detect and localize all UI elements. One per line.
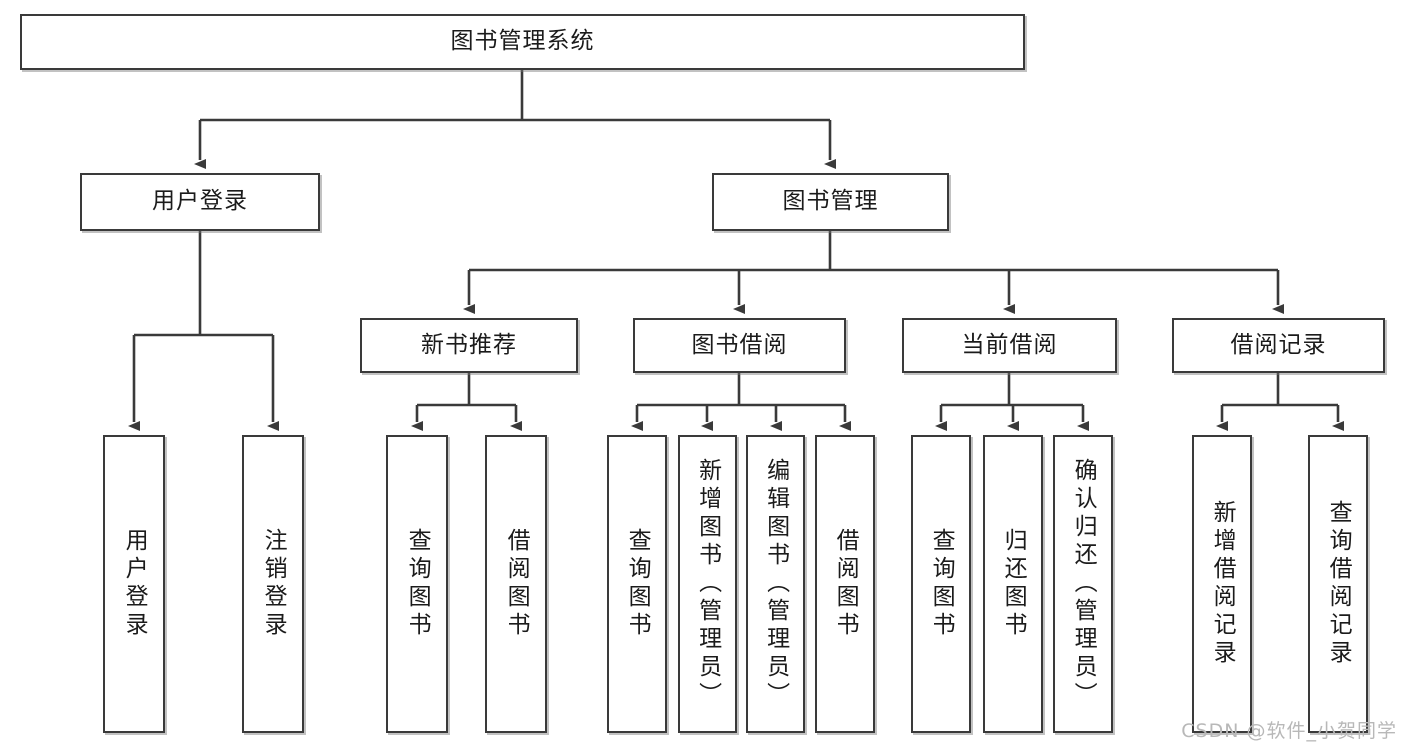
node-current-borrow-label: 当前借阅	[961, 331, 1058, 358]
node-leaf-add-borrow-record[interactable]: 新增借阅记录	[1192, 435, 1252, 733]
node-new-book-recommend[interactable]: 新书推荐	[360, 318, 578, 373]
node-book-manage-label: 图书管理	[782, 188, 879, 215]
node-book-manage[interactable]: 图书管理	[712, 173, 949, 231]
node-borrow-record-label: 借阅记录	[1230, 331, 1327, 358]
node-leaf-edit-book-admin[interactable]: 编辑图书（管理员）	[746, 435, 805, 733]
node-leaf-add-borrow-record-label: 新增借阅记录	[1209, 500, 1236, 668]
node-leaf-user-login-label: 用户登录	[121, 528, 148, 640]
node-user-login[interactable]: 用户登录	[80, 173, 320, 231]
node-leaf-borrow-book-recommend-label: 借阅图书	[503, 528, 530, 640]
node-book-borrow[interactable]: 图书借阅	[633, 318, 846, 373]
node-leaf-query-book-current[interactable]: 查询图书	[911, 435, 971, 733]
node-leaf-add-book-admin-label: 新增图书（管理员）	[694, 458, 721, 710]
node-leaf-query-borrow-record[interactable]: 查询借阅记录	[1308, 435, 1368, 733]
node-root-label: 图书管理系统	[450, 28, 595, 55]
node-new-book-recommend-label: 新书推荐	[421, 331, 517, 358]
node-leaf-confirm-return-admin-label: 确认归还（管理员）	[1070, 458, 1097, 710]
node-leaf-borrow-book-label: 借阅图书	[832, 528, 859, 640]
node-leaf-edit-book-admin-label: 编辑图书（管理员）	[762, 458, 789, 710]
node-root-system[interactable]: 图书管理系统	[20, 14, 1025, 70]
node-leaf-query-book-recommend-label: 查询图书	[404, 528, 431, 640]
node-leaf-query-book-borrow[interactable]: 查询图书	[607, 435, 667, 733]
node-leaf-query-book-borrow-label: 查询图书	[624, 528, 651, 640]
node-leaf-return-book[interactable]: 归还图书	[983, 435, 1043, 733]
node-leaf-user-login[interactable]: 用户登录	[103, 435, 165, 733]
node-leaf-logout-label: 注销登录	[260, 528, 287, 640]
node-leaf-return-book-label: 归还图书	[1000, 528, 1027, 640]
node-borrow-record[interactable]: 借阅记录	[1172, 318, 1385, 373]
node-leaf-borrow-book[interactable]: 借阅图书	[815, 435, 875, 733]
node-leaf-query-book-current-label: 查询图书	[928, 528, 955, 640]
node-leaf-add-book-admin[interactable]: 新增图书（管理员）	[678, 435, 737, 733]
node-user-login-label: 用户登录	[152, 188, 248, 215]
node-book-borrow-label: 图书借阅	[691, 331, 788, 358]
node-leaf-logout[interactable]: 注销登录	[242, 435, 304, 733]
node-leaf-confirm-return-admin[interactable]: 确认归还（管理员）	[1053, 435, 1113, 733]
node-leaf-borrow-book-recommend[interactable]: 借阅图书	[485, 435, 547, 733]
watermark-text: CSDN @软件_小贺同学	[1181, 720, 1397, 742]
node-current-borrow[interactable]: 当前借阅	[902, 318, 1117, 373]
node-leaf-query-borrow-record-label: 查询借阅记录	[1325, 500, 1352, 668]
node-leaf-query-book-recommend[interactable]: 查询图书	[386, 435, 448, 733]
